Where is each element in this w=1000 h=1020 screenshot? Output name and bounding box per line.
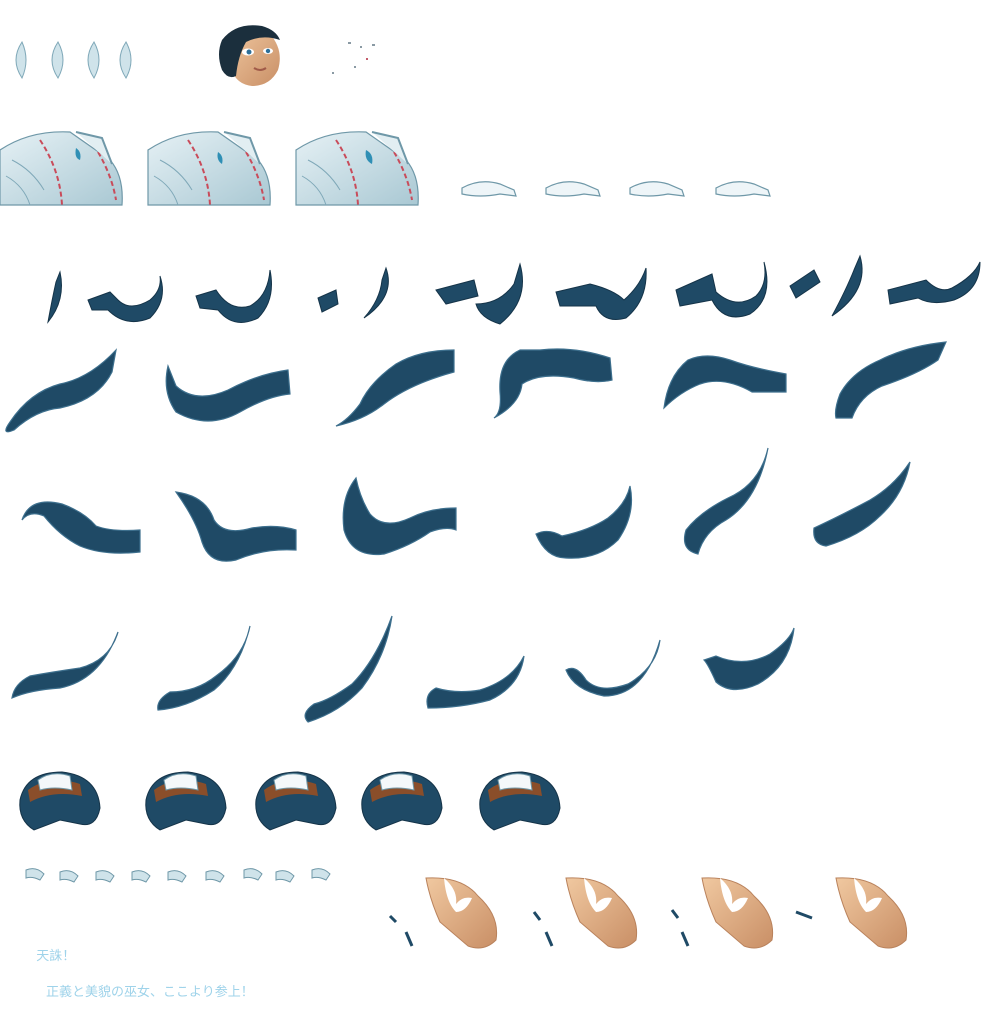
cloth-fragment-sprites <box>25 868 331 883</box>
crescent-sprite <box>15 40 27 80</box>
headpiece-sprite <box>479 771 561 831</box>
hair-tip-sprite <box>195 269 272 323</box>
hair-tip-sprites <box>47 254 981 325</box>
speck-sprites <box>332 42 375 74</box>
hair-tip-sprite <box>475 262 523 325</box>
hair-swoop-sprite <box>813 461 911 547</box>
hair-sweep-sprite <box>565 639 661 697</box>
hair-tip-sprite <box>87 275 163 323</box>
torso-sprite <box>532 877 638 949</box>
hair-swoop-sprite <box>174 491 297 562</box>
hair-sweep-sprite <box>426 655 525 709</box>
torso-sprite <box>670 877 774 949</box>
cloth-fragment-sprite <box>275 870 295 883</box>
hair-swoop-sprite <box>342 476 457 556</box>
hair-sweep-sprite <box>702 627 795 691</box>
robe-sprite <box>0 131 123 206</box>
hair-swoop-sprites <box>21 447 911 562</box>
crescent-sprite <box>87 41 100 79</box>
hair-swoop-sprite <box>21 501 141 554</box>
hair-tip-sprite <box>831 254 863 317</box>
hair-lock-sprite <box>165 363 291 422</box>
hair-tip-sprite <box>47 270 62 324</box>
robe-sprites <box>0 131 419 206</box>
cuff-sprite <box>461 181 517 197</box>
robe-sprite <box>295 131 419 206</box>
hair-swoop-sprite <box>683 447 769 555</box>
hair-swoop-sprite <box>535 485 633 559</box>
headpiece-sprite <box>361 771 443 831</box>
cloth-fragment-sprite <box>59 870 79 883</box>
hair-sweep-sprites <box>11 615 795 723</box>
cloth-fragment-sprite <box>205 870 225 883</box>
hair-lock-sprite <box>663 355 787 410</box>
hair-lock-sprite <box>335 349 455 427</box>
torso-sprite <box>388 877 498 949</box>
crescent-sprite <box>51 41 64 79</box>
crescent-sprite <box>119 41 132 79</box>
cloth-fragment-sprite <box>243 868 263 881</box>
hair-tip-sprite <box>555 267 647 320</box>
cuff-sprite <box>715 181 771 197</box>
hair-tip-sprite <box>675 261 768 318</box>
headpiece-sprites <box>19 771 561 831</box>
caption-text: 天誅！ 正義と美貌の巫女、ここより参上！ <box>28 930 254 1020</box>
face-portrait <box>219 25 280 86</box>
cloth-fragment-sprite <box>25 868 45 881</box>
hair-tip-sprite <box>789 269 821 299</box>
robe-sprite <box>147 131 271 206</box>
hair-sweep-sprite <box>304 615 393 723</box>
cloth-fragment-sprite <box>95 870 115 883</box>
torso-sprite <box>795 877 908 949</box>
cuff-sprites <box>461 181 771 197</box>
hair-tip-sprite <box>317 289 339 313</box>
crescent-sprites <box>15 40 132 80</box>
hair-lock-sprite <box>493 348 613 419</box>
hair-sweep-sprite <box>11 631 119 699</box>
cloth-fragment-sprite <box>167 870 187 883</box>
headpiece-sprite <box>145 771 227 831</box>
hair-lock-sprite <box>834 341 947 419</box>
hair-lock-sprites <box>5 341 947 433</box>
hair-tip-sprite <box>887 261 981 305</box>
cuff-sprite <box>629 181 685 197</box>
cloth-fragment-sprite <box>311 868 331 881</box>
headpiece-sprite <box>255 771 337 831</box>
hair-tip-sprite <box>363 266 389 319</box>
cloth-fragment-sprite <box>131 870 151 883</box>
cuff-sprite <box>545 181 601 197</box>
caption-line-1: 天誅！ <box>36 949 76 964</box>
hair-sweep-sprite <box>157 625 251 711</box>
caption-line-2: 正義と美貌の巫女、ここより参上！ <box>46 985 254 1000</box>
headpiece-sprite <box>19 771 101 831</box>
torso-sprites <box>388 877 908 949</box>
hair-lock-sprite <box>5 348 117 433</box>
hair-tip-sprite <box>435 279 479 305</box>
